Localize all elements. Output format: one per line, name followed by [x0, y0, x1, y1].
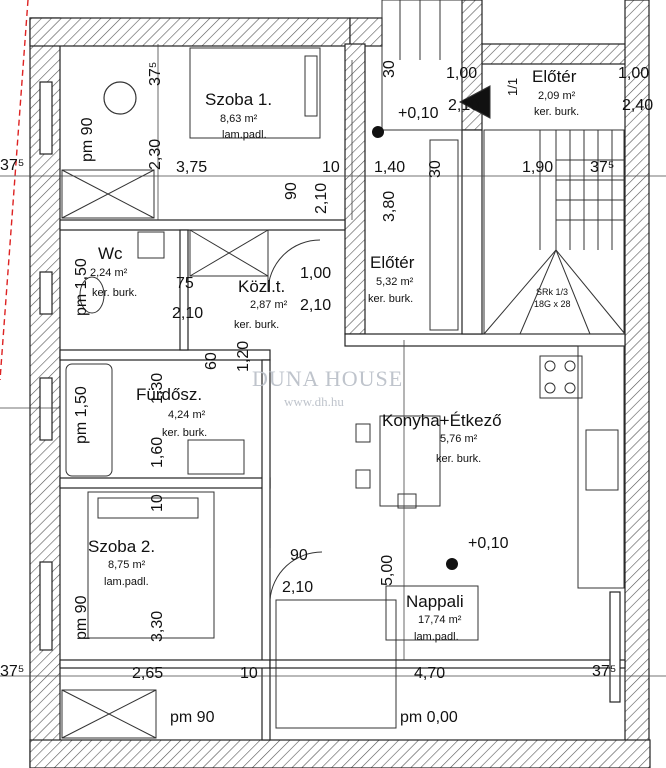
- dim-375-h: 3,75: [176, 159, 208, 176]
- doors: [267, 85, 491, 601]
- level-markers: [372, 126, 458, 570]
- dim-375-br: 37⁵: [592, 663, 617, 680]
- dim-240: 2,40: [622, 97, 654, 114]
- dim-10-b: 10: [240, 665, 258, 682]
- dim-100-b: 1,00: [618, 65, 650, 82]
- interior-walls: [59, 129, 626, 741]
- dim-pm90-s2: pm 90: [73, 595, 90, 640]
- room-area-nappali: 17,74 m²: [418, 614, 462, 626]
- bath-fixtures: [65, 231, 245, 477]
- property-boundary: [0, 0, 29, 381]
- watermark-brand: DUNA HOUSE: [252, 366, 404, 391]
- dim-pm90-s1: pm 90: [79, 117, 96, 162]
- room-area-eloter-mid: 5,32 m²: [376, 276, 414, 288]
- dim-330: 3,30: [149, 610, 166, 642]
- room-floor-nappali: lam.padl.: [414, 631, 459, 643]
- room-name-wc: Wc: [98, 244, 123, 263]
- dim-100-a: 1,00: [446, 65, 478, 82]
- dim-30-b: 30: [427, 160, 444, 178]
- dim-380: 3,80: [381, 190, 398, 222]
- dim-265: 2,65: [132, 665, 164, 682]
- dim-375-left: 37⁵: [0, 157, 25, 174]
- dim-210-a: 2,10: [448, 97, 480, 114]
- room-area-furdo: 4,24 m²: [168, 409, 206, 421]
- staircase: [483, 129, 626, 335]
- beds: [87, 47, 321, 639]
- room-area-konyha: 5,76 m²: [440, 433, 478, 445]
- dim-230-s1: 2,30: [147, 138, 164, 170]
- room-name-eloter-top: Előtér: [532, 67, 577, 86]
- room-area-szoba2: 8,75 m²: [108, 559, 146, 571]
- dim-210-k: 2,10: [300, 297, 332, 314]
- dim-470: 4,70: [414, 665, 446, 682]
- room-name-furdo: Fürdősz.: [136, 385, 203, 404]
- dim-pm150-f: pm 1,50: [73, 386, 90, 444]
- room-name-kozl: Közl.t.: [238, 277, 286, 296]
- room-floor-eloter-top: ker. burk.: [534, 106, 580, 118]
- step-label: 1/1: [505, 77, 520, 96]
- room-name-konyha: Konyha+Étkező: [382, 411, 502, 430]
- room-area-eloter-top: 2,09 m²: [538, 90, 576, 102]
- boiler: [103, 81, 137, 115]
- stair-label-2: SRk 1/3: [536, 287, 569, 297]
- room-floor-kozl: ker. burk.: [234, 319, 280, 331]
- dimension-lines: [0, 44, 666, 677]
- dim-160: 1,60: [149, 436, 166, 468]
- dim-75: 75: [176, 275, 194, 292]
- upper-stairs: [381, 0, 463, 331]
- dim-plus-010-b: +0,10: [468, 535, 509, 552]
- room-floor-wc: ker. burk.: [92, 287, 138, 299]
- dim-140: 1,40: [374, 159, 406, 176]
- dim-60: 60: [203, 352, 220, 370]
- dim-pm000: pm 0,00: [400, 709, 458, 726]
- room-floor-konyha: ker. burk.: [436, 453, 482, 465]
- room-area-kozl: 2,87 m²: [250, 299, 288, 311]
- room-floor-furdo: ker. burk.: [162, 427, 208, 439]
- room-name-szoba2: Szoba 2.: [88, 537, 156, 556]
- room-floor-eloter-mid: ker. burk.: [368, 293, 414, 305]
- room-floor-szoba2: lam.padl.: [104, 576, 149, 588]
- dim-500: 5,00: [379, 554, 396, 586]
- dim-375-s1: 37⁵: [147, 61, 164, 86]
- room-floor-szoba1: lam.padl.: [222, 129, 267, 141]
- windows: [39, 81, 621, 703]
- dim-90-n: 90: [290, 547, 308, 564]
- dim-210-n: 2,10: [282, 579, 314, 596]
- dim-210-door: 2,10: [313, 182, 330, 214]
- dim-190: 1,90: [522, 159, 554, 176]
- dim-10-a: 10: [322, 159, 340, 176]
- room-area-wc: 2,24 m²: [90, 267, 128, 279]
- dim-pm90-bottom: pm 90: [170, 709, 215, 726]
- dim-pm150-wc: pm 1,50: [73, 258, 90, 316]
- sofa: [275, 585, 479, 729]
- exterior-walls: [29, 0, 651, 768]
- dim-30-top: 30: [381, 60, 398, 78]
- dim-210-wc: 2,10: [172, 305, 204, 322]
- dim-130: 1,30: [149, 372, 166, 404]
- dim-375-bl: 37⁵: [0, 663, 25, 680]
- dim-120: 1,20: [235, 340, 252, 372]
- room-area-szoba1: 8,63 m²: [220, 113, 258, 125]
- dim-10-f: 10: [149, 494, 166, 512]
- watermark-url: www.dh.hu: [284, 394, 344, 409]
- dim-375-r: 37⁵: [590, 159, 615, 176]
- room-name-szoba1: Szoba 1.: [205, 90, 273, 109]
- kitchen-units: [355, 345, 625, 589]
- dim-plus-010-a: +0,10: [398, 105, 439, 122]
- dim-100-k: 1,00: [300, 265, 332, 282]
- room-name-eloter-mid: Előtér: [370, 253, 415, 272]
- dim-90-door: 90: [283, 182, 300, 200]
- room-name-nappali: Nappali: [406, 592, 464, 611]
- stair-label: 18G x 28: [534, 299, 571, 309]
